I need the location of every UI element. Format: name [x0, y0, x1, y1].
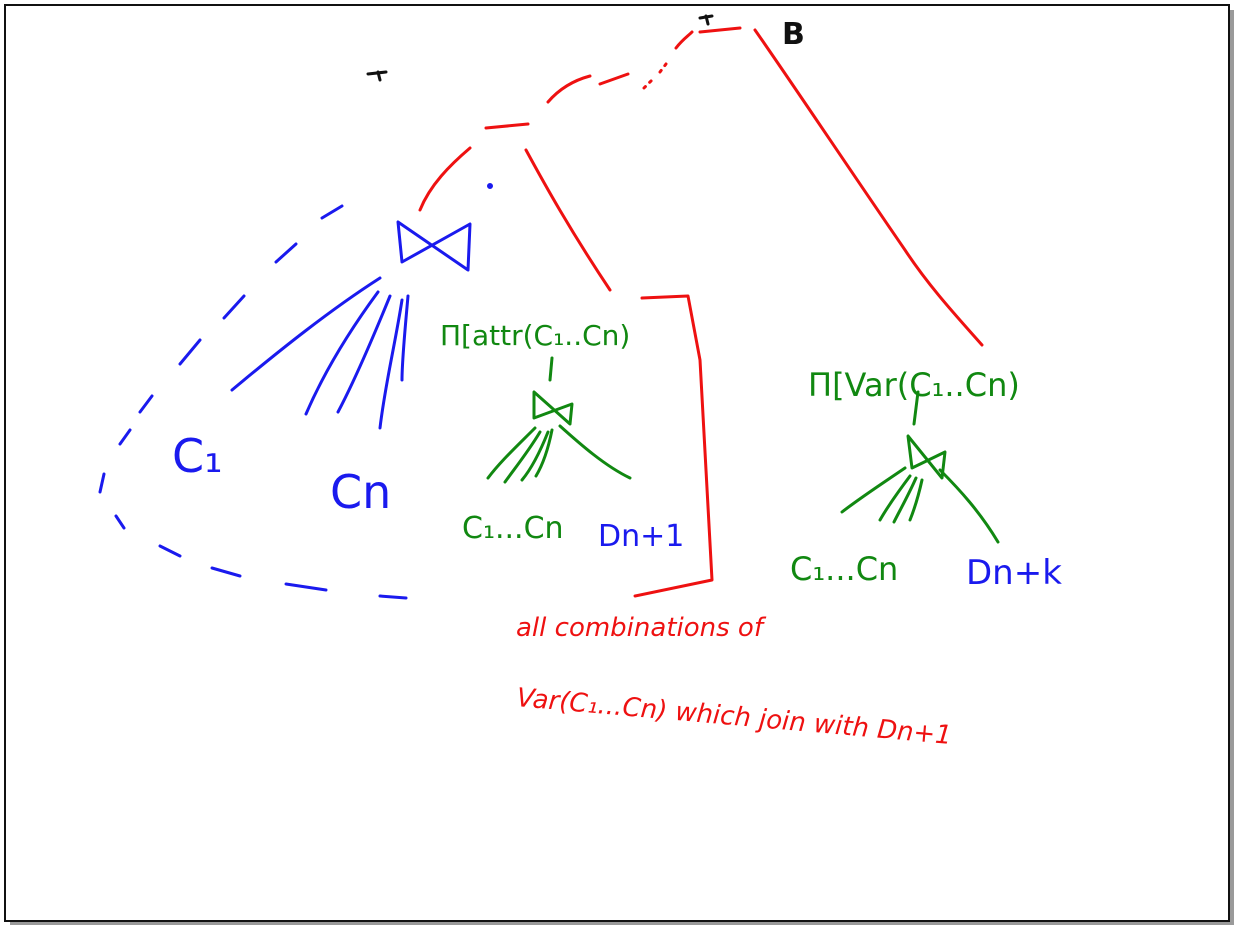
label-dntk: Dn+k	[966, 553, 1062, 593]
red-tree-edges	[418, 26, 984, 598]
label-cn: Cn	[330, 465, 391, 519]
label-projection-right: Π[Var(C₁..Cn)	[808, 366, 1020, 404]
edge-to-right-projection	[753, 28, 984, 347]
join-icon	[396, 220, 472, 272]
edge-to-left-projection	[524, 148, 612, 292]
join-icon-small-right	[906, 434, 947, 480]
label-B: B	[782, 17, 805, 52]
label-leaves-left: C₁...Cn	[462, 511, 564, 546]
label-dnt1: Dn+1	[598, 519, 684, 554]
bracket	[633, 294, 714, 598]
edge-to-left-join	[418, 146, 472, 212]
dashed-loop	[98, 204, 408, 600]
label-leaves-right: C₁...Cn	[790, 550, 898, 588]
frame-shadow-right	[1230, 10, 1234, 924]
green-subtrees	[486, 356, 1000, 544]
top-dashed-arc	[484, 122, 530, 130]
frame-shadow-bottom	[10, 922, 1234, 925]
canvas-frame	[4, 4, 1230, 922]
label-c1: C₁	[172, 429, 223, 483]
blue-join-subtree	[98, 183, 493, 600]
label-projection-left: Π[attr(C₁..Cn)	[440, 319, 630, 352]
note-line-2: Var(C₁...Cn) which join with Dn+1	[515, 683, 953, 751]
black-marks	[366, 14, 714, 82]
note-line-1: all combinations of	[516, 613, 767, 643]
join-icon-small-left	[532, 390, 574, 426]
